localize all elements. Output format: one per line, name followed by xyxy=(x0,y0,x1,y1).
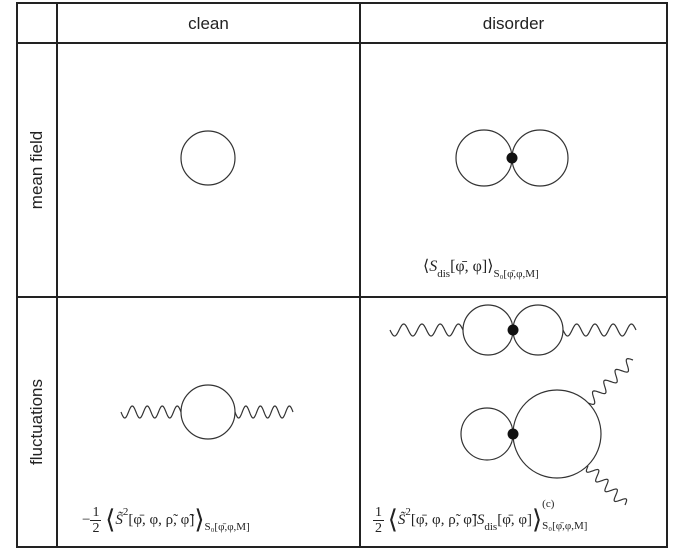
numerator: 1 xyxy=(373,505,384,522)
superscript: 2 xyxy=(405,506,411,518)
bracket-open: ⟨ xyxy=(423,258,430,275)
bracket-close: ⟩ xyxy=(532,505,543,534)
column-header-disorder: disorder xyxy=(482,14,545,33)
arguments: [φ̄, φ, ρ̃, φ̃] xyxy=(128,512,195,528)
numerator: 1 xyxy=(90,505,102,522)
expectation-subscript: S₀[φ̄,φ,M] xyxy=(493,268,539,280)
loop-large xyxy=(512,389,602,479)
row-label-fluctuations: fluctuations xyxy=(27,379,46,465)
minus-sign: − xyxy=(82,512,91,528)
diagram-fluct-disorder-bottom xyxy=(460,358,634,506)
diagram-fluct-clean xyxy=(120,384,294,440)
expectation-subscript: S₀[φ̄,φ,M] xyxy=(542,520,588,532)
diagram-fluct-disorder-top xyxy=(389,304,637,356)
symbol: S xyxy=(429,258,438,275)
bracket-open: ⟨ xyxy=(387,505,398,534)
subscript-2: dis xyxy=(484,521,498,533)
wavy-line-left xyxy=(389,323,464,337)
loop-right xyxy=(511,129,569,187)
table-grid xyxy=(16,2,668,548)
bracket-close: ⟩ xyxy=(194,505,205,534)
loop-left xyxy=(462,304,514,356)
connected-superscript: (c) xyxy=(542,498,555,510)
bracket-open: ⟨ xyxy=(105,505,116,534)
denominator: 2 xyxy=(375,521,382,537)
diagram-mean-field-clean xyxy=(180,130,236,186)
arguments: [φ̄, φ, ρ̃, φ̃] xyxy=(410,512,477,528)
table-outer-border xyxy=(16,2,668,548)
loop-right xyxy=(512,304,564,356)
loop xyxy=(180,384,236,440)
bracket-close: ⟩ xyxy=(487,258,494,275)
arguments-2: [φ̄, φ] xyxy=(497,512,533,528)
denominator: 2 xyxy=(92,521,100,537)
vertex-dot xyxy=(506,152,518,164)
row-label-mean-field: mean field xyxy=(27,130,46,210)
symbol: S̃ xyxy=(397,512,406,528)
wavy-line-upper-right xyxy=(587,358,634,405)
loop-small xyxy=(460,407,514,461)
wavy-line-right xyxy=(562,323,637,337)
vertex-dot xyxy=(507,324,519,336)
superscript: 2 xyxy=(122,506,129,518)
wavy-line-right xyxy=(234,405,294,419)
formula-mean-field-disorder: ⟨Sdis[φ̄, φ]⟩S₀[φ̄,φ,M] xyxy=(423,256,539,280)
symbol-2: S xyxy=(476,512,485,528)
wavy-line-lower-right xyxy=(585,465,628,506)
arguments: [φ̄, φ] xyxy=(450,258,488,275)
loop xyxy=(180,130,236,186)
expectation-subscript: S₀[φ̄,φ,M] xyxy=(204,521,250,533)
symbol: S̃ xyxy=(115,512,123,528)
loop-left xyxy=(455,129,513,187)
subscript: dis xyxy=(437,268,451,280)
sup-sub-stack: (c) S₀[φ̄,φ,M] xyxy=(542,498,588,532)
vertex-dot xyxy=(507,428,519,440)
wavy-line-left xyxy=(120,405,182,419)
column-header-clean: clean xyxy=(188,14,229,33)
